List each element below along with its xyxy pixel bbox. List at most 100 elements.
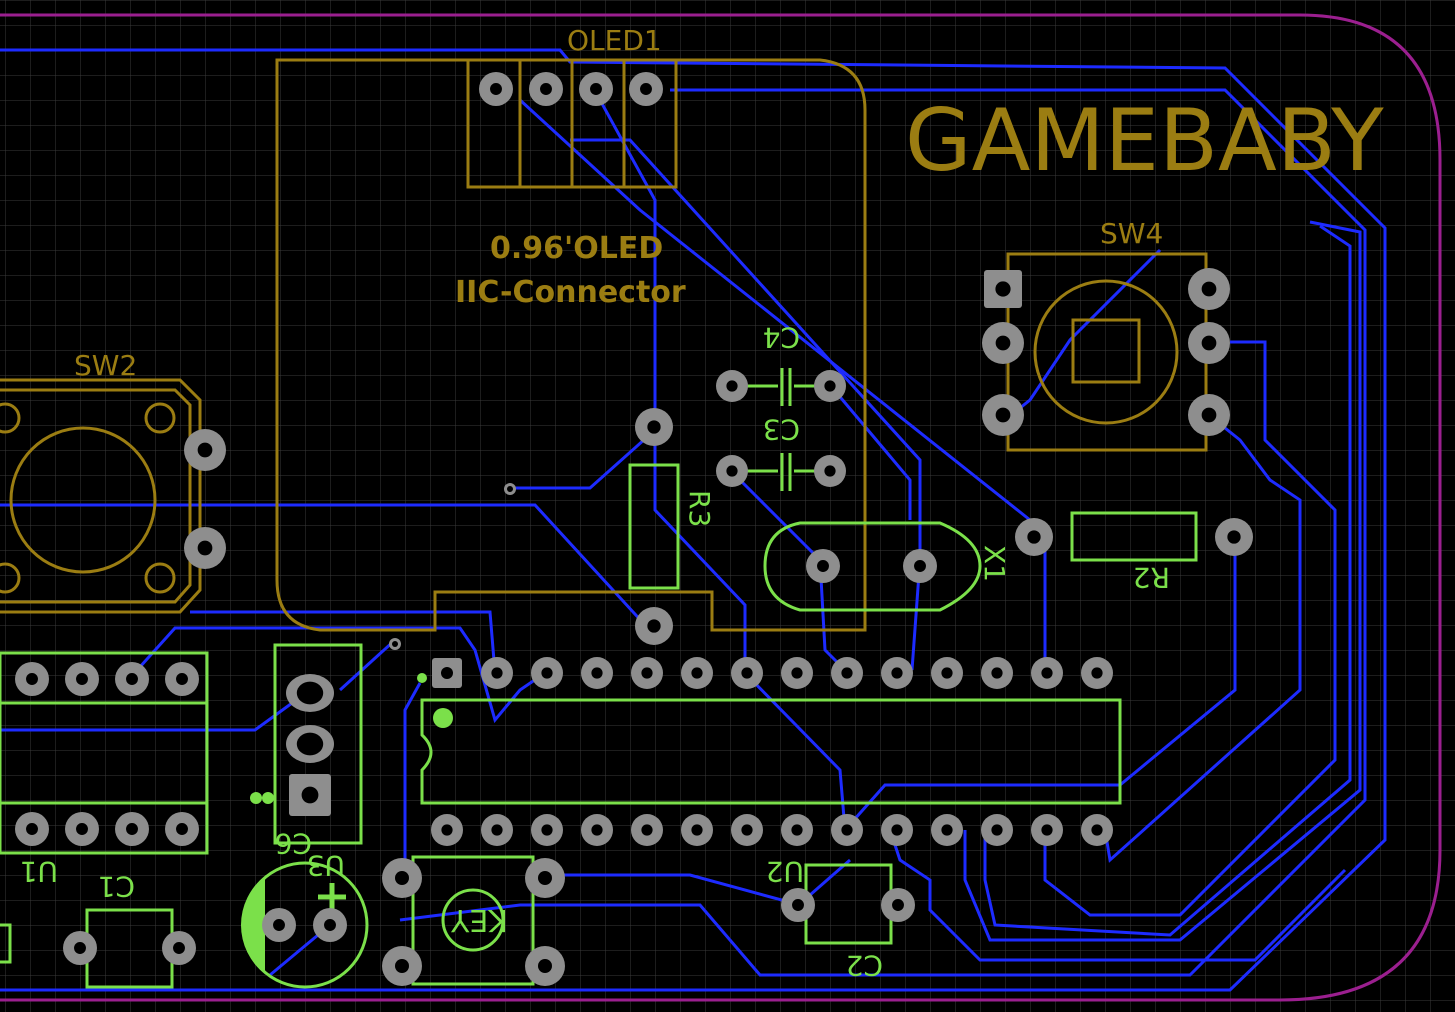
pad-hole [741, 824, 753, 836]
pad-hole [691, 824, 703, 836]
pad-hole [441, 667, 453, 679]
pad-hole [538, 959, 552, 973]
pad-hole [1091, 667, 1103, 679]
pad-hole [691, 667, 703, 679]
label-x1: X1 [978, 545, 1011, 582]
pad-hole [891, 824, 903, 836]
label-sw4: SW4 [1100, 217, 1163, 250]
label-r3: R3 [683, 490, 716, 527]
pad-hole [540, 83, 552, 95]
label-u2: U2 [766, 855, 804, 888]
pad-hole [541, 824, 553, 836]
pad-hole [301, 786, 319, 804]
pad-hole [726, 380, 738, 392]
pad-hole [491, 824, 503, 836]
pad-hole [791, 824, 803, 836]
label-c2: C2 [846, 949, 883, 982]
pad-hole [991, 824, 1003, 836]
label-u3: U3 [307, 849, 345, 882]
pad-hole [395, 959, 409, 973]
pad-hole [841, 824, 853, 836]
pad-hole [1201, 281, 1217, 297]
pin1-marker [433, 708, 453, 728]
pad-hole [991, 667, 1003, 679]
pad-hole [591, 667, 603, 679]
pin1-dot-u3 [250, 792, 262, 804]
pads [15, 72, 1253, 986]
pad-hole [1091, 824, 1103, 836]
label-oled1: OLED1 [567, 24, 662, 57]
pad-hole [941, 667, 953, 679]
pad-hole [995, 281, 1011, 297]
pad-hole [395, 871, 409, 885]
pad-hole [1027, 530, 1041, 544]
pad-hole [590, 83, 602, 95]
pad-hole [641, 824, 653, 836]
pad-hole [197, 442, 213, 458]
pad-hole [1201, 407, 1217, 423]
pad-hole [296, 732, 324, 756]
pin1-dot-u3b [262, 792, 274, 804]
label-c6: C6 [275, 827, 312, 860]
oled-description-line1: 0.96'OLED [490, 231, 663, 266]
pad-hole [995, 407, 1011, 423]
pad-hole [1041, 667, 1053, 679]
pad-hole [824, 465, 836, 477]
pad-hole [538, 871, 552, 885]
pin1-dot [417, 673, 427, 683]
label-sw2: SW2 [74, 349, 137, 382]
pad-hole [76, 673, 88, 685]
pad-hole [1201, 335, 1217, 351]
pad-hole [76, 823, 88, 835]
pad-hole [126, 673, 138, 685]
pad-hole [591, 824, 603, 836]
label-c1: C1 [98, 870, 135, 903]
label-r2: R2 [1133, 561, 1170, 594]
label-u1: U1 [20, 855, 58, 888]
pad-hole [792, 899, 804, 911]
pad-hole [1227, 530, 1241, 544]
pad-hole [324, 919, 336, 931]
silkscreen-top [0, 58, 1208, 632]
pad-hole [824, 380, 836, 392]
pad-hole [995, 335, 1011, 351]
pad-hole [197, 540, 213, 556]
pad-hole [647, 619, 661, 633]
pad-hole [507, 486, 513, 492]
pad-hole [791, 667, 803, 679]
label-c3: C3 [763, 413, 800, 446]
pad-hole [647, 420, 661, 434]
pad-hole [641, 667, 653, 679]
pad-hole [726, 465, 738, 477]
pad-hole [176, 823, 188, 835]
pad-hole [392, 641, 398, 647]
board-title: GAMEBABY [905, 91, 1384, 191]
silkscreen-bottom [0, 368, 1198, 989]
label-c4: C4 [763, 321, 800, 354]
pad-hole [441, 824, 453, 836]
pad-hole [891, 667, 903, 679]
pad-hole [490, 83, 502, 95]
pad-hole [26, 823, 38, 835]
pad-hole [640, 83, 652, 95]
capacitor-polarity-fill [240, 876, 265, 974]
oled-description-line2: IIC-Connector [455, 275, 686, 310]
pad-hole [892, 899, 904, 911]
pad-hole [126, 823, 138, 835]
pad-hole [296, 681, 324, 705]
pad-hole [173, 942, 185, 954]
pad-hole [941, 824, 953, 836]
pad-hole [74, 942, 86, 954]
pad-hole [541, 667, 553, 679]
pad-hole [841, 667, 853, 679]
label-key: KEY [450, 902, 508, 937]
pad-hole [26, 673, 38, 685]
pad-hole [1041, 824, 1053, 836]
pad-hole [491, 667, 503, 679]
pad-hole [176, 673, 188, 685]
board-outline [0, 13, 1442, 1002]
pad-hole [273, 919, 285, 931]
pad-hole [817, 560, 829, 572]
pad-hole [741, 667, 753, 679]
